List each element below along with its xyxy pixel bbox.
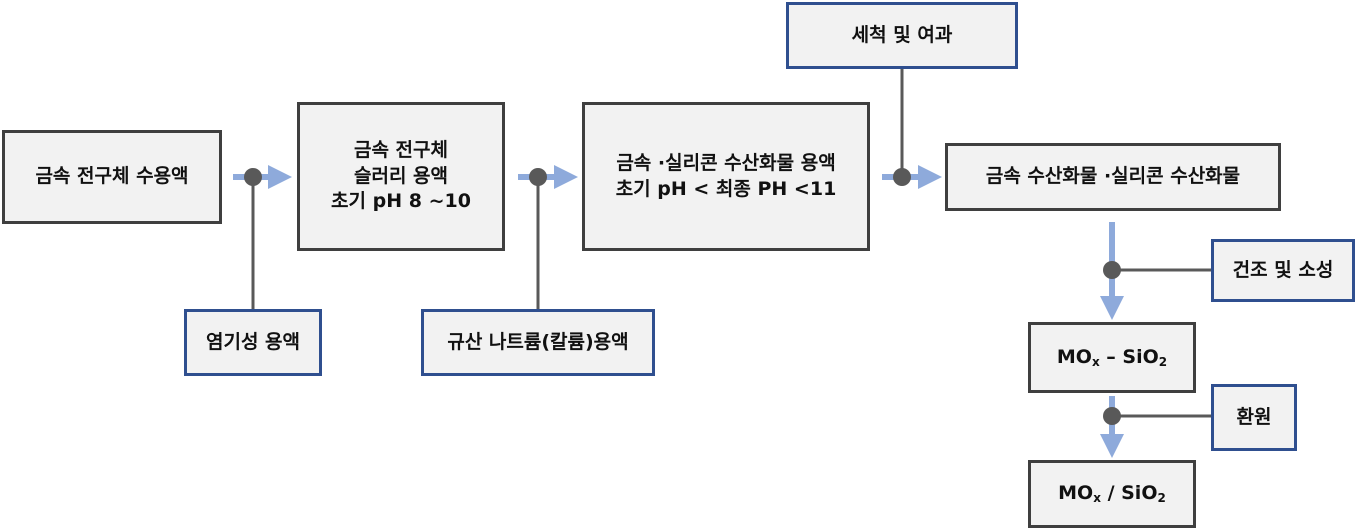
process-box-oxide-silica: MOx – SiO2 bbox=[1028, 322, 1196, 393]
box-label: 금속 수산화물 ·실리콘 수산화물 bbox=[986, 164, 1240, 190]
box-label: 세척 및 여과 bbox=[852, 23, 953, 49]
process-box-final-product: MOx / SiO2 bbox=[1028, 460, 1196, 528]
box-label-line-1: 금속 ·실리콘 수산화물 용액 bbox=[616, 151, 835, 177]
box-label-line-1: 금속 전구체 bbox=[354, 138, 448, 164]
additive-box-dry-calcine: 건조 및 소성 bbox=[1211, 239, 1355, 302]
additive-box-wash-filter: 세척 및 여과 bbox=[786, 2, 1018, 69]
junction-dot-2 bbox=[529, 168, 547, 186]
additive-box-reduction: 환원 bbox=[1211, 384, 1297, 451]
box-label: 금속 전구체 수용액 bbox=[35, 164, 188, 190]
box-label: 건조 및 소성 bbox=[1233, 258, 1334, 284]
box-label-line-3: 초기 pH 8 ~10 bbox=[331, 189, 471, 215]
process-box-hydroxide-solution: 금속 ·실리콘 수산화물 용액 초기 pH < 최종 PH <11 bbox=[582, 102, 870, 251]
process-box-precursor-solution: 금속 전구체 수용액 bbox=[2, 130, 222, 224]
box-label: MOx / SiO2 bbox=[1058, 481, 1166, 507]
additive-box-basic-solution: 염기성 용액 bbox=[184, 309, 322, 376]
process-box-slurry: 금속 전구체 슬러리 용액 초기 pH 8 ~10 bbox=[297, 102, 505, 251]
additive-box-silicate-solution: 규산 나트륨(칼륨)용액 bbox=[421, 309, 655, 376]
junction-dot-3 bbox=[893, 168, 911, 186]
box-label: MOx – SiO2 bbox=[1057, 345, 1167, 371]
box-label: 환원 bbox=[1237, 405, 1272, 431]
box-label-line-2: 초기 pH < 최종 PH <11 bbox=[616, 177, 837, 203]
box-label: 규산 나트륨(칼륨)용액 bbox=[447, 330, 628, 356]
junction-dot-5 bbox=[1103, 407, 1121, 425]
box-label-line-2: 슬러리 용액 bbox=[354, 164, 448, 190]
process-box-hydroxide: 금속 수산화물 ·실리콘 수산화물 bbox=[945, 143, 1281, 211]
box-label: 염기성 용액 bbox=[206, 330, 300, 356]
junction-dot-1 bbox=[244, 168, 262, 186]
junction-dot-4 bbox=[1103, 261, 1121, 279]
